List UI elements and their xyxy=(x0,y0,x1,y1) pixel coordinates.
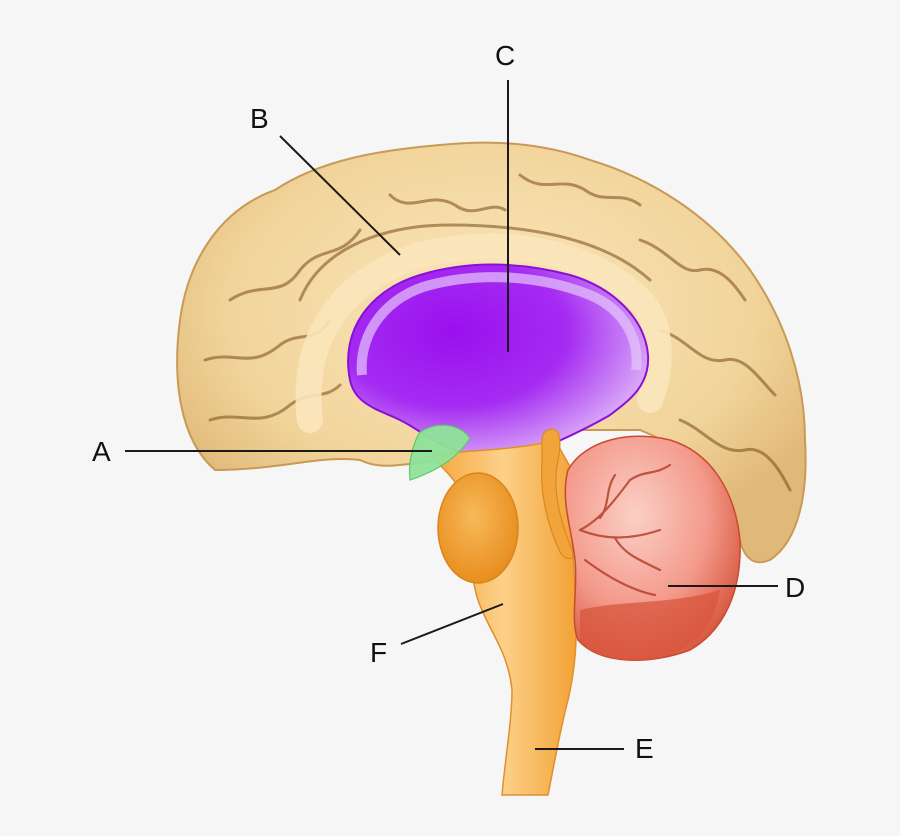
arbor-vitae xyxy=(578,463,672,597)
hypothalamus xyxy=(408,424,471,481)
leader-line-f xyxy=(400,603,504,645)
cerebral-sulci xyxy=(203,173,792,492)
label-a: A xyxy=(92,436,111,467)
leader-line-b xyxy=(279,135,401,256)
cerebellum-lower-band xyxy=(580,590,720,661)
limbic-rim xyxy=(356,272,642,376)
pineal-stalk xyxy=(541,428,574,560)
label-d: D xyxy=(785,572,805,603)
label-e: E xyxy=(635,733,654,764)
label-c: C xyxy=(495,40,515,71)
label-f: F xyxy=(370,637,387,668)
pons xyxy=(437,472,519,584)
label-b: B xyxy=(250,103,269,134)
cingulate-gyrus xyxy=(295,233,672,433)
